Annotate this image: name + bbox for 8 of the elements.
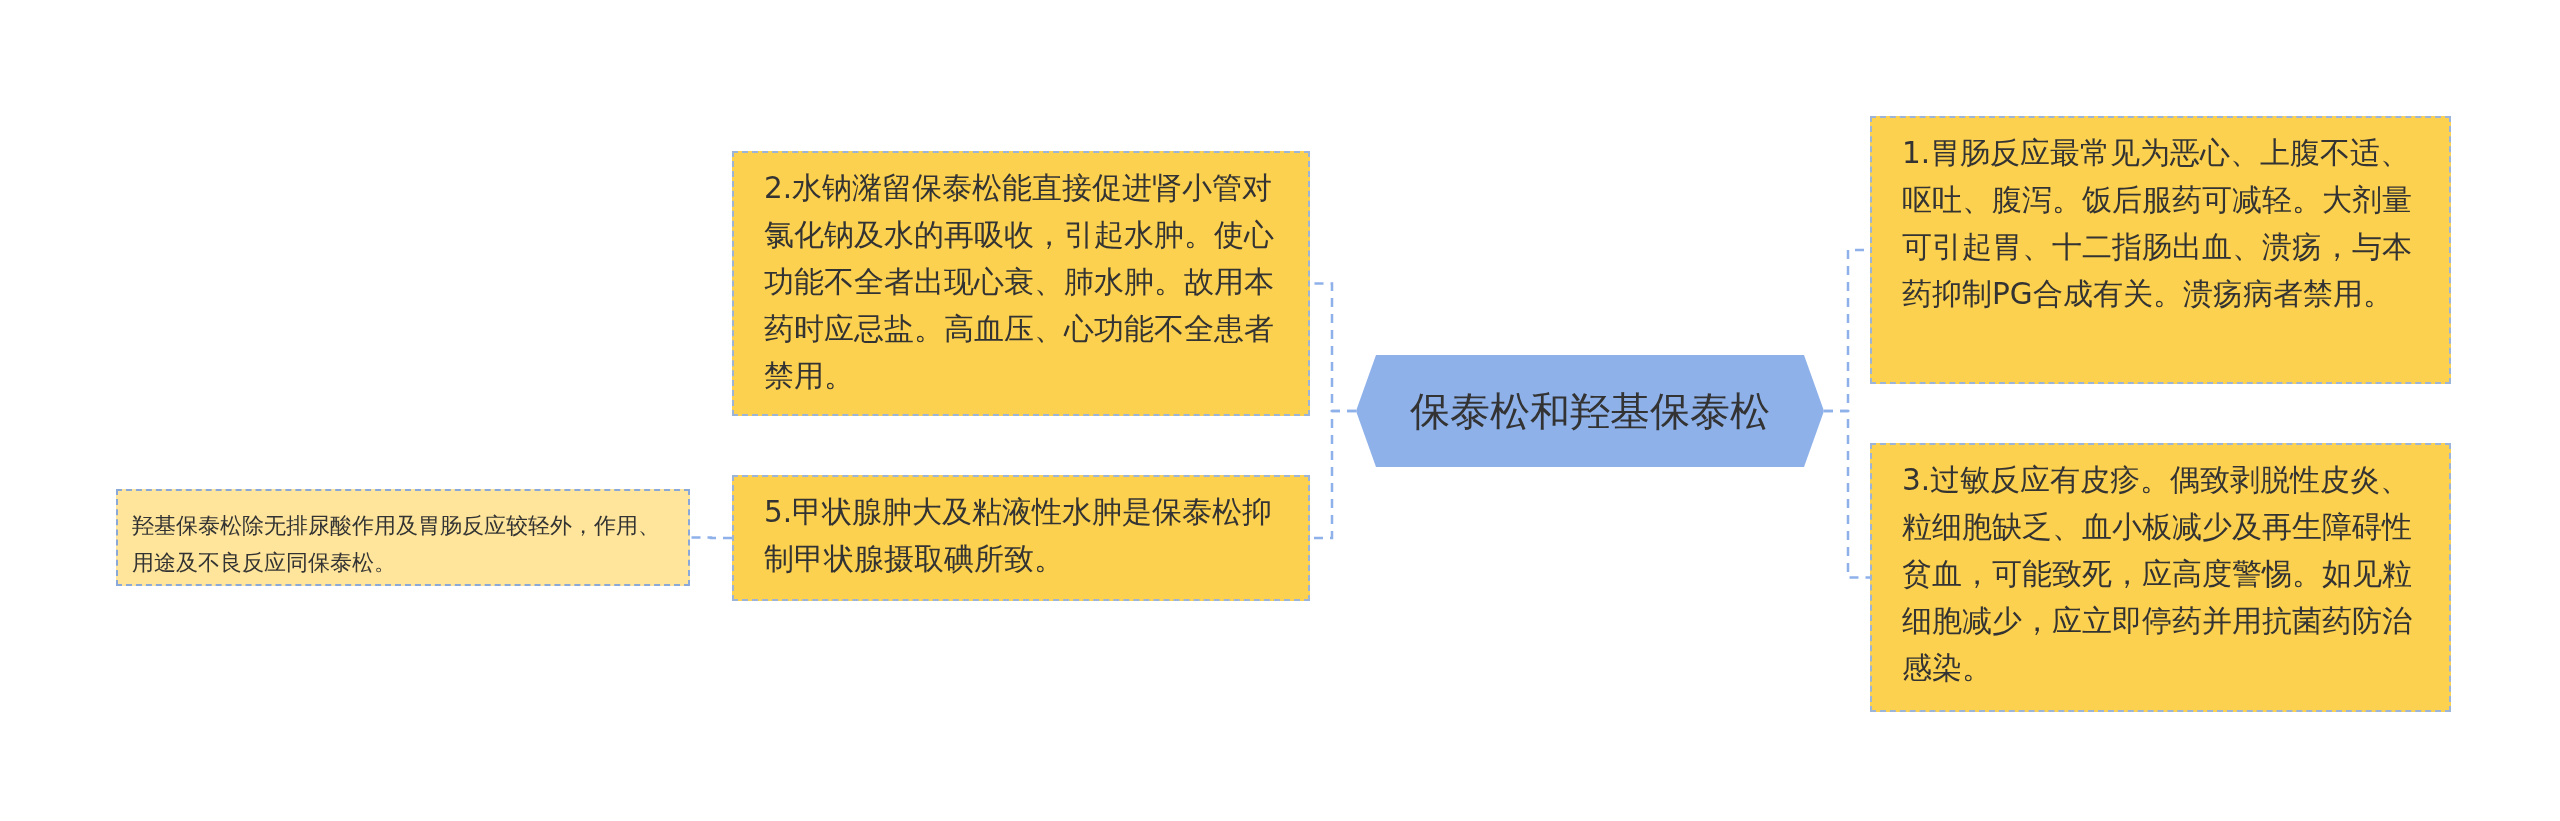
note-box: 5.甲状腺肿大及粘液性水肿是保泰松抑制甲状腺摄取碘所致。 (732, 475, 1310, 601)
topic-hexagon: 保泰松和羟基保泰松 (1356, 355, 1824, 467)
note-box: 1.胃肠反应最常见为恶心、上腹不适、呕吐、腹泻。饭后服药可减轻。大剂量可引起胃、十二指肠出血、溃疡，与本药抑制PG合成有关。溃疡病者禁用。 (1870, 116, 2451, 384)
note-box: 羟基保泰松除无排尿酸作用及胃肠反应较轻外，作用、用途及不良反应同保泰松。 (116, 489, 690, 586)
connector-line (1824, 409, 1870, 579)
note-box: 3.过敏反应有皮疹。偶致剥脱性皮炎、粒细胞缺乏、血小板减少及再生障碍性贫血，可能致死，应高度警惕。如见粒细胞减少，应立即停药并用抗菌药防治感染。 (1870, 443, 2451, 712)
note-box: 2.水钠潴留保泰松能直接促进肾小管对氯化钠及水的再吸收，引起水肿。使心功能不全者出现心衰、肺水肿。故用本药时应忌盐。高血压、心功能不全患者禁用。 (732, 151, 1310, 416)
connector-line (690, 536, 732, 540)
